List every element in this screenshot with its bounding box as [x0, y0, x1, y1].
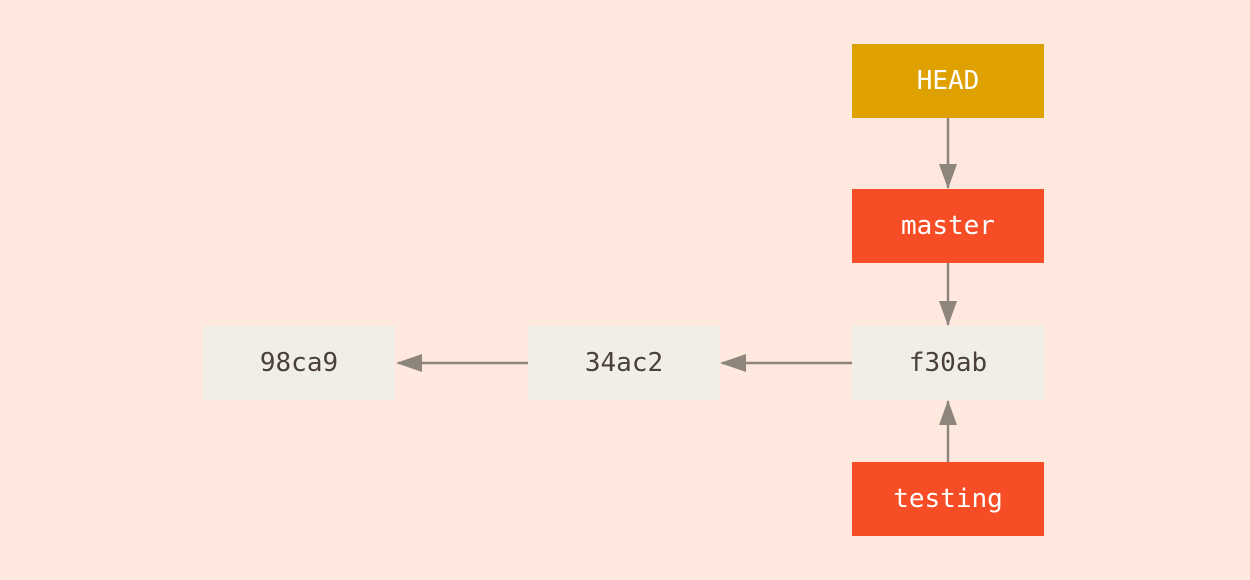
head-pointer: HEAD: [852, 44, 1044, 118]
commit-98ca9: 98ca9: [203, 326, 395, 400]
arrowhead-f30ab-bottom: [939, 400, 957, 425]
commit-34ac2: 34ac2: [528, 326, 720, 400]
head-label: HEAD: [916, 66, 980, 96]
branch-master-label: master: [901, 211, 995, 241]
arrowhead-f30ab-top: [939, 301, 957, 326]
commit-id-label: f30ab: [908, 348, 988, 378]
branch-testing: testing: [852, 462, 1044, 536]
branch-testing-label: testing: [893, 484, 1003, 514]
arrowhead-98ca9: [396, 354, 422, 372]
branch-master: master: [852, 189, 1044, 263]
commit-id-label: 34ac2: [584, 348, 664, 378]
arrowhead-34ac2: [720, 354, 746, 372]
commit-f30ab: f30ab: [852, 326, 1044, 400]
arrowhead-master: [939, 164, 957, 189]
commit-id-label: 98ca9: [259, 348, 339, 378]
